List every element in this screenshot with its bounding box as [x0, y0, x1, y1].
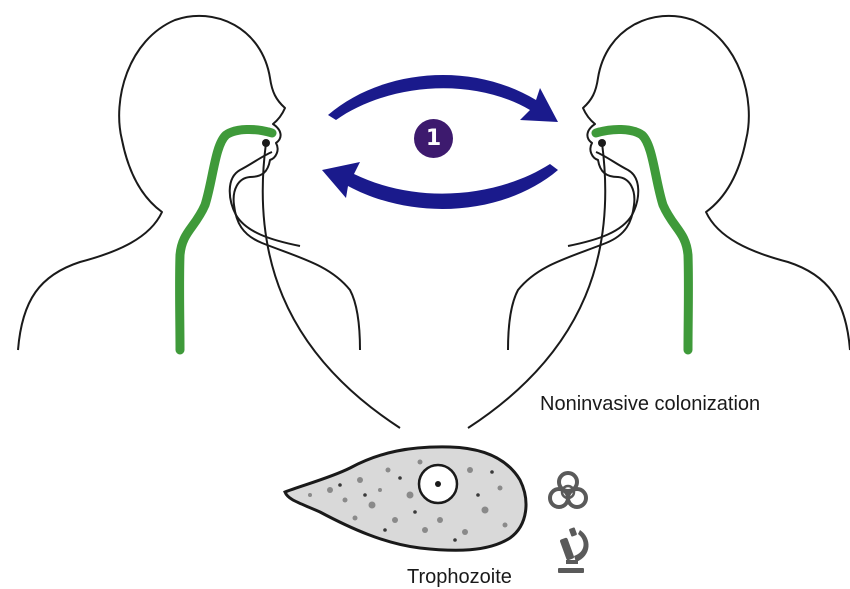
microscope-icon — [558, 527, 589, 573]
trophozoite-karyosome — [435, 481, 441, 487]
arrow-right-to-left — [322, 162, 558, 209]
biohazard-icon — [550, 473, 586, 507]
trophozoite-label: Trophozoite — [407, 566, 512, 589]
right-person-silhouette — [508, 16, 850, 350]
trophozoite-cell — [285, 447, 526, 550]
left-airway — [180, 129, 272, 350]
step-marker: 1 — [414, 119, 453, 158]
right-airway — [596, 129, 688, 350]
trophozoite-body — [285, 447, 526, 550]
right-person — [468, 16, 850, 428]
left-person — [18, 16, 400, 428]
right-connector-line — [468, 143, 605, 428]
arrow-left-to-right — [328, 75, 558, 122]
left-person-silhouette — [18, 16, 360, 350]
noninvasive-colonization-label: Noninvasive colonization — [540, 393, 760, 416]
